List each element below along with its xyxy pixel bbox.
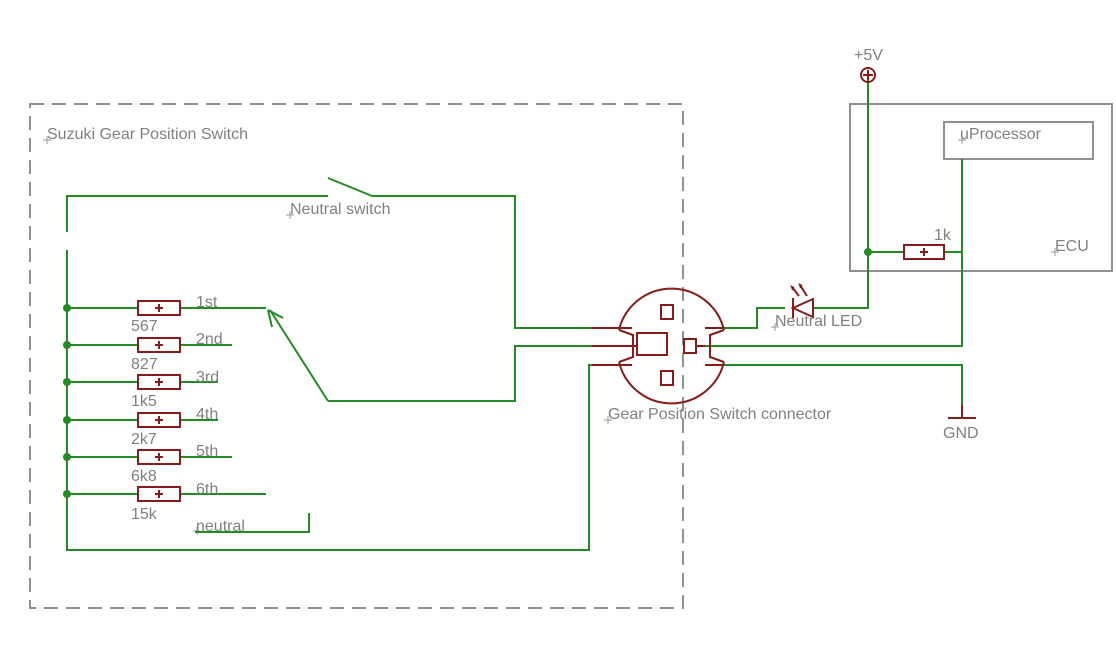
wires [66,77,963,551]
resistor-3rd [137,374,181,390]
gear-switch-connector [592,287,725,405]
resistor-5th [137,449,181,465]
neutral-switch-label: Neutral switch [290,201,390,218]
connector-label: Gear Position Switch connector [608,406,832,423]
ecu-title: ECU [1055,238,1089,255]
resistor-value-3rd: 1k5 [131,393,157,410]
gear-selector-wiper [267,309,329,402]
pullup-resistor [903,244,945,260]
gear-label-2nd: 2nd [196,331,223,348]
led-label: Neutral LED [775,313,862,330]
resistor-2nd [137,337,181,353]
gear-label-5th: 5th [196,443,218,460]
junction-dots [63,248,872,498]
resistor-value-4th: 2k7 [131,431,157,448]
gear-label-4th: 4th [196,406,218,423]
neutral-contact-label: neutral [196,518,245,535]
gear-label-3rd: 3rd [196,369,219,386]
gear-switch-frame [29,103,684,609]
ecu-frame [849,103,1113,272]
uprocessor-box [943,121,1094,160]
supply-label: +5V [854,47,883,64]
processor-label: uProcessor [960,126,1042,143]
resistor-1st [137,300,181,316]
neutral-switch-blade [327,177,373,197]
supply-5v-symbol [860,67,876,83]
neutral-led-symbol [790,283,814,319]
resistor-value-6th: 15k [131,506,158,523]
origin-markers [43,136,1059,535]
resistor-value-1st: 567 [131,318,158,335]
gear-label-1st: 1st [196,294,218,311]
switch-frame-title: Suzuki Gear Position Switch [47,126,248,143]
ground-label: GND [943,425,979,442]
resistor-value-5th: 6k8 [131,468,157,485]
resistor-4th [137,412,181,428]
resistor-6th [137,486,181,502]
resistor-value-2nd: 827 [131,356,158,373]
gear-label-6th: 6th [196,481,218,498]
ground-symbol [948,405,976,419]
pullup-value: 1k [934,227,952,244]
